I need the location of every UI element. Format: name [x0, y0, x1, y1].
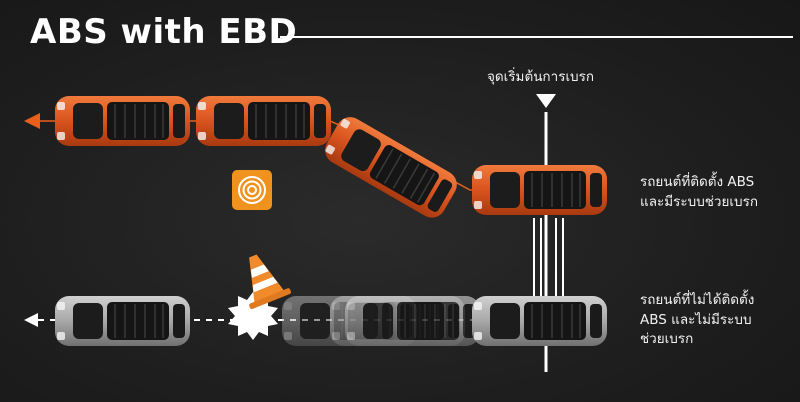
no-abs-car-label-line-2: ABS และไม่มีระบบ: [640, 311, 752, 328]
no-abs-car-ghost-3: [344, 295, 481, 347]
no-abs-car-1: [54, 295, 191, 347]
abs-car-1: [54, 95, 191, 147]
hazard-swirl-icon: [232, 170, 272, 210]
title-divider: [280, 36, 793, 38]
no-abs-arrow-head-icon: [24, 313, 38, 327]
abs-skid-marks: [533, 218, 564, 301]
abs-car-label-line-1: รถยนต์ที่ติดตั้ง ABS: [640, 174, 755, 190]
no-abs-car-label-line-3: ช่วยเบรก: [640, 331, 694, 348]
abs-car-label-line-2: และมีระบบช่วยเบรก: [640, 193, 759, 210]
brake-point-marker-icon: [536, 94, 556, 108]
no-abs-car-label-line-1: รถยนต์ที่ไม่ได้ติดตั้ง: [640, 292, 755, 308]
brake-point-label: จุดเริ่มต้นการเบรก: [487, 69, 595, 85]
page-title: ABS with EBD: [30, 12, 298, 52]
abs-arrow-head-icon: [24, 113, 40, 129]
impact-burst-icon: [228, 292, 278, 340]
no-abs-car-2: [471, 295, 608, 347]
abs-car-3: [319, 111, 463, 224]
traffic-cone-icon: [249, 254, 291, 310]
no-abs-car-label: รถยนต์ที่ไม่ได้ติดตั้ง ABS และไม่มีระบบ …: [640, 291, 754, 350]
abs-car-4: [471, 164, 608, 216]
abs-car-label: รถยนต์ที่ติดตั้ง ABS และมีระบบช่วยเบรก: [640, 173, 758, 212]
abs-car-2: [195, 95, 332, 147]
